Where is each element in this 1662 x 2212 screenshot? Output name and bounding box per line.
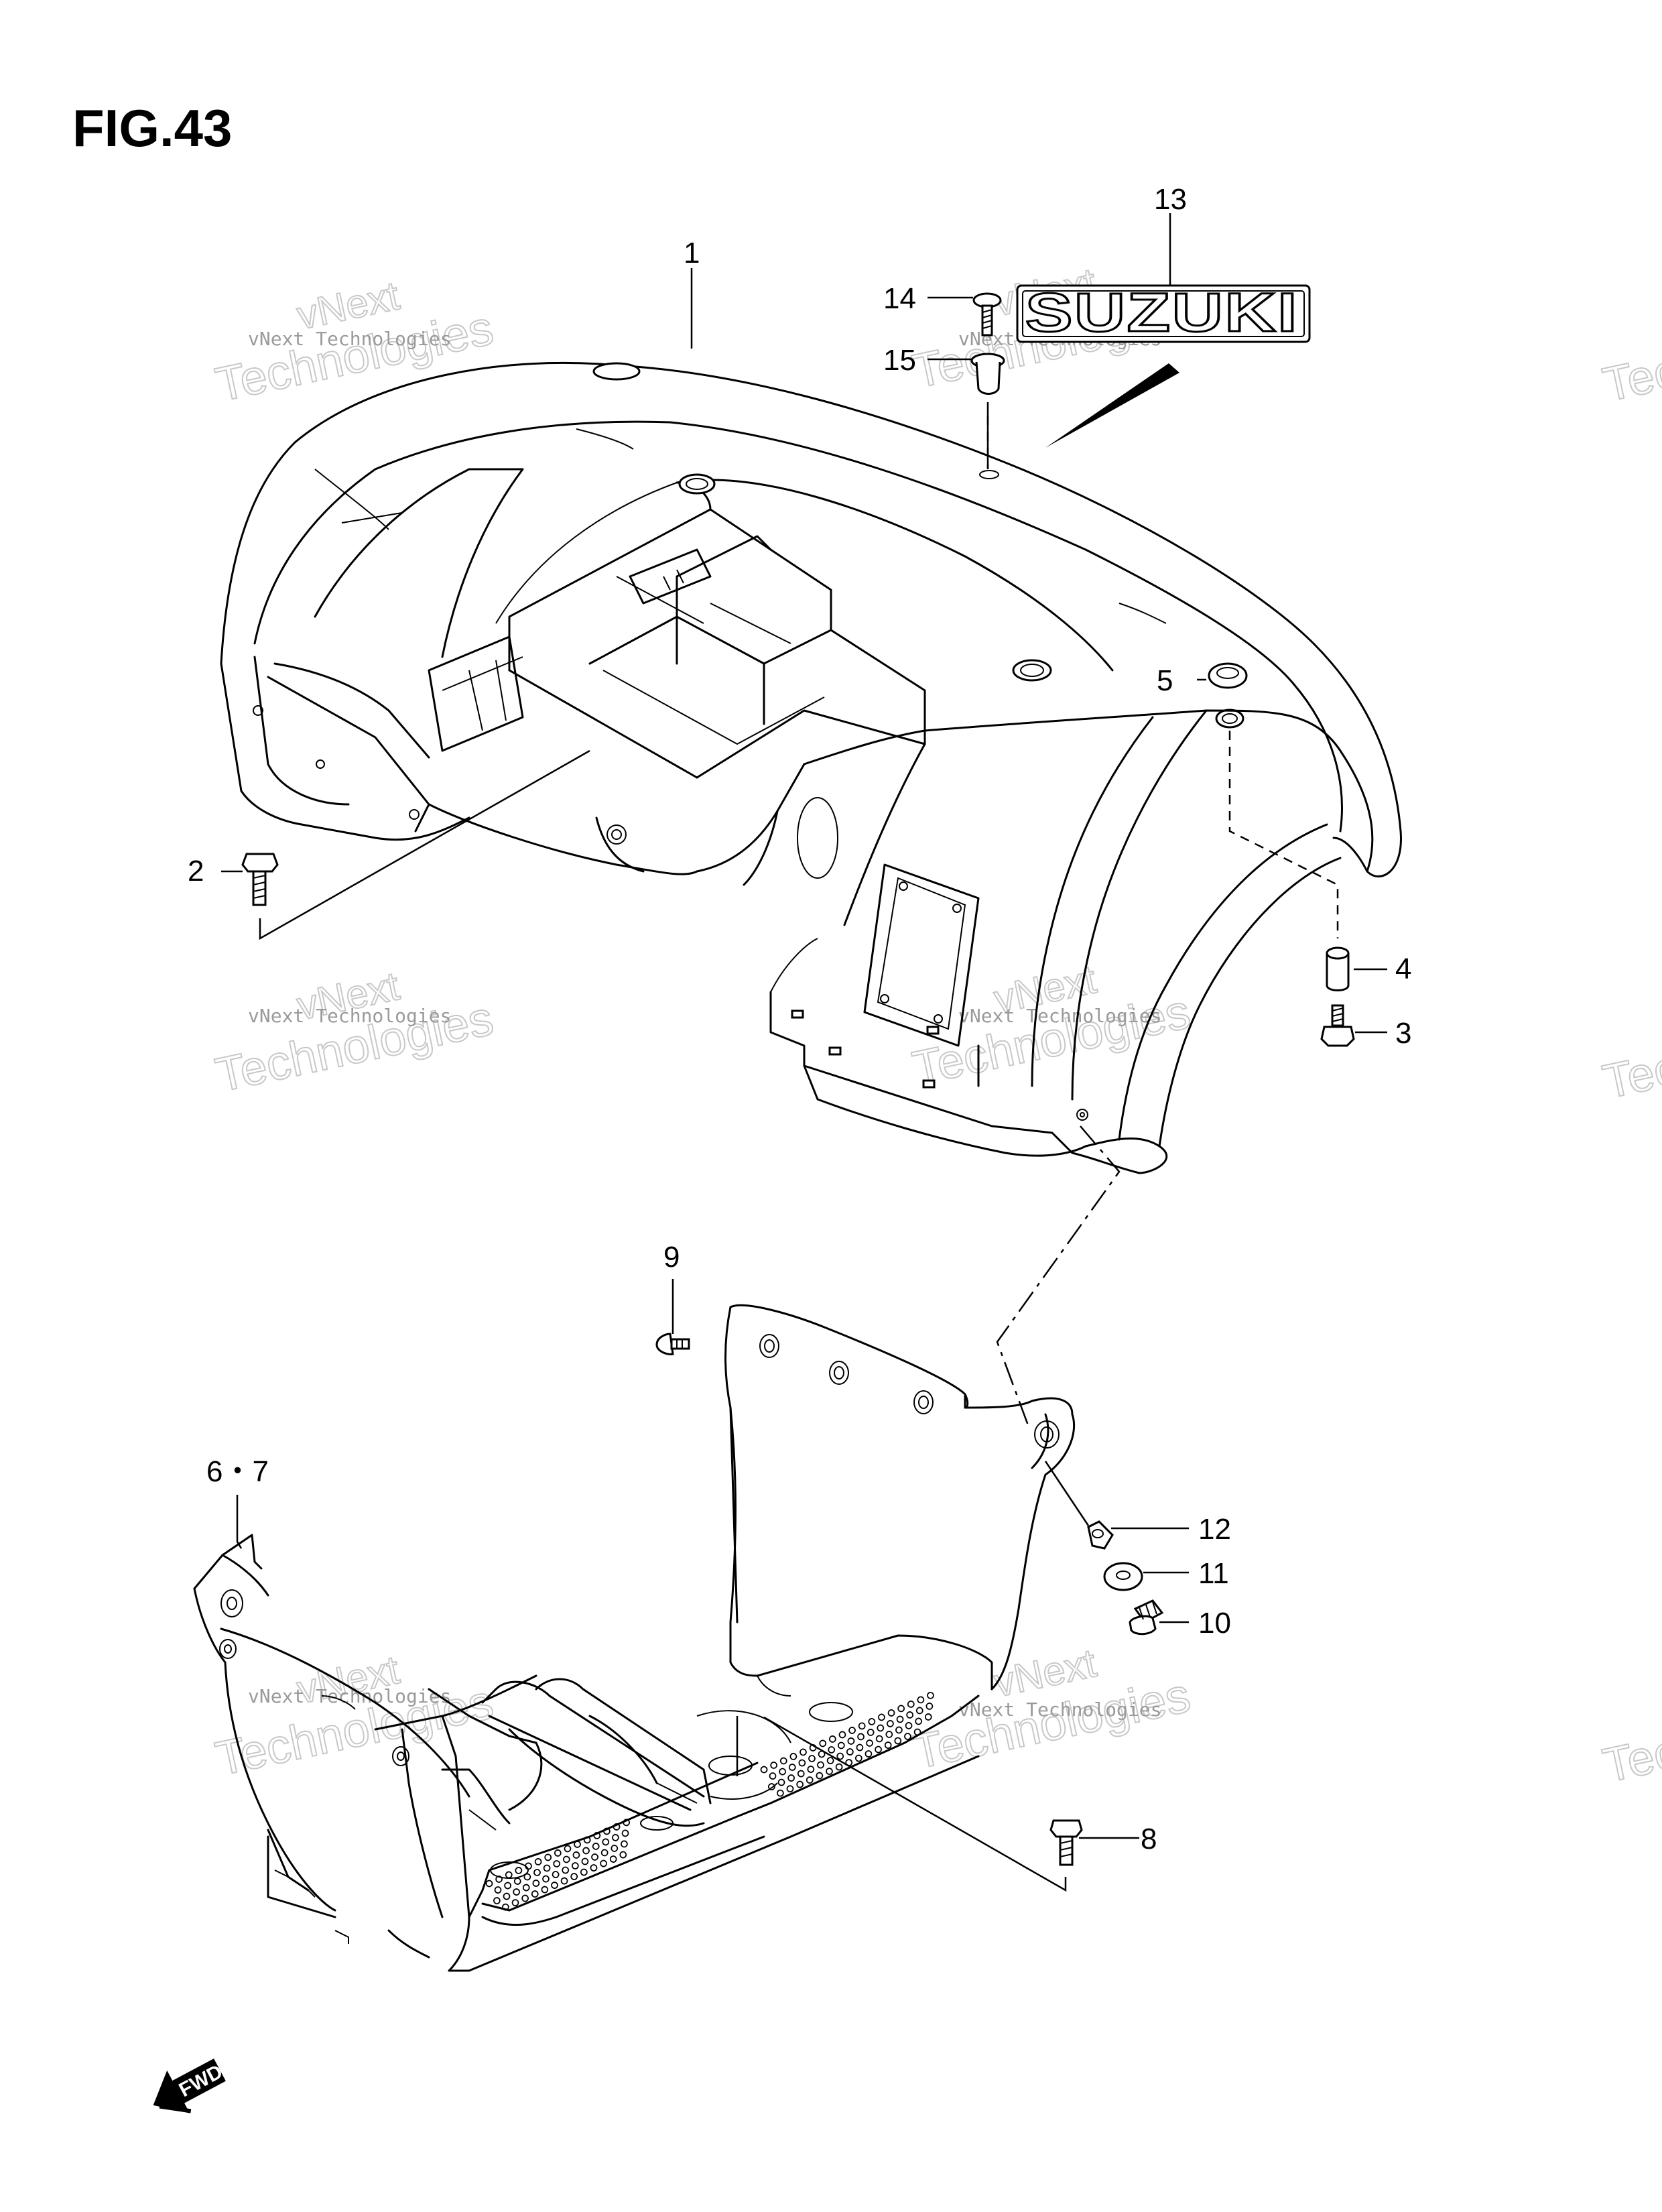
leader-line — [736, 1716, 1067, 1892]
callout-labels: 1 2 3 4 5 6・7 8 9 10 11 12 13 14 15 — [188, 183, 1411, 1855]
screw-part-14 — [972, 292, 1002, 336]
callout-1: 1 — [684, 237, 700, 269]
callout-11: 11 — [1198, 1557, 1229, 1590]
svg-text:Technologies: Technologies — [1598, 301, 1662, 412]
callout-5: 5 — [1157, 664, 1173, 697]
spacer-part-4 — [1326, 946, 1350, 991]
figure-title: FIG.43 — [72, 99, 232, 158]
bolt-part-2 — [241, 853, 279, 906]
svg-text:Technologies: Technologies — [1598, 998, 1662, 1109]
watermark-text: vNext Technologies — [958, 1699, 1161, 1721]
forward-direction-arrow: FWD — [153, 2059, 227, 2113]
callout-9: 9 — [663, 1241, 680, 1274]
suzuki-logo-text: SUZUKI — [1025, 282, 1299, 343]
callout-3: 3 — [1395, 1017, 1411, 1050]
reference-line — [1228, 731, 1339, 938]
leader-line — [236, 1495, 243, 1549]
watermark-text: vNext Technologies — [958, 1005, 1161, 1027]
callout-6-7: 6・7 — [206, 1455, 269, 1488]
collar-part-12 — [1087, 1520, 1114, 1550]
watermark: Technologies — [1598, 1681, 1662, 1794]
callout-8: 8 — [1141, 1823, 1157, 1855]
watermark-text: vNext Technologies — [248, 1685, 451, 1707]
washer-part-11 — [1103, 1562, 1143, 1591]
callout-15: 15 — [883, 344, 916, 377]
svg-text:Technologies: Technologies — [1598, 1682, 1662, 1793]
suzuki-emblem: SUZUKI — [1016, 282, 1311, 448]
screw-part-10 — [1129, 1599, 1164, 1636]
bolt-part-8 — [1049, 1819, 1083, 1866]
watermark-text: vNext Technologies — [248, 1005, 451, 1027]
reference-line — [996, 1125, 1121, 1426]
watermark: Technologies — [1598, 997, 1662, 1110]
rivet-part-9 — [655, 1333, 690, 1355]
watermark: Technologies — [1598, 300, 1662, 413]
callout-10: 10 — [1198, 1607, 1231, 1640]
callout-14: 14 — [883, 282, 916, 315]
leader-line — [1044, 1461, 1090, 1526]
leader-line — [259, 749, 590, 940]
callout-2: 2 — [188, 855, 204, 887]
rear-fender — [220, 361, 1402, 1174]
perforated-plate — [485, 1691, 934, 1911]
callout-12: 12 — [1198, 1513, 1231, 1546]
watermark: vNext Technologies — [210, 1646, 499, 1787]
collar-part-15 — [970, 353, 1005, 395]
watermark-text: vNext Technologies — [248, 328, 451, 350]
callout-4: 4 — [1395, 953, 1411, 985]
callout-13: 13 — [1154, 183, 1187, 216]
footrest-assembly — [193, 1304, 1076, 1972]
bolt-part-3 — [1320, 1004, 1355, 1047]
grommet-part-5 — [1208, 662, 1248, 689]
watermark-group: vNext Technologies vNext Technologies vN… — [210, 259, 1662, 1794]
